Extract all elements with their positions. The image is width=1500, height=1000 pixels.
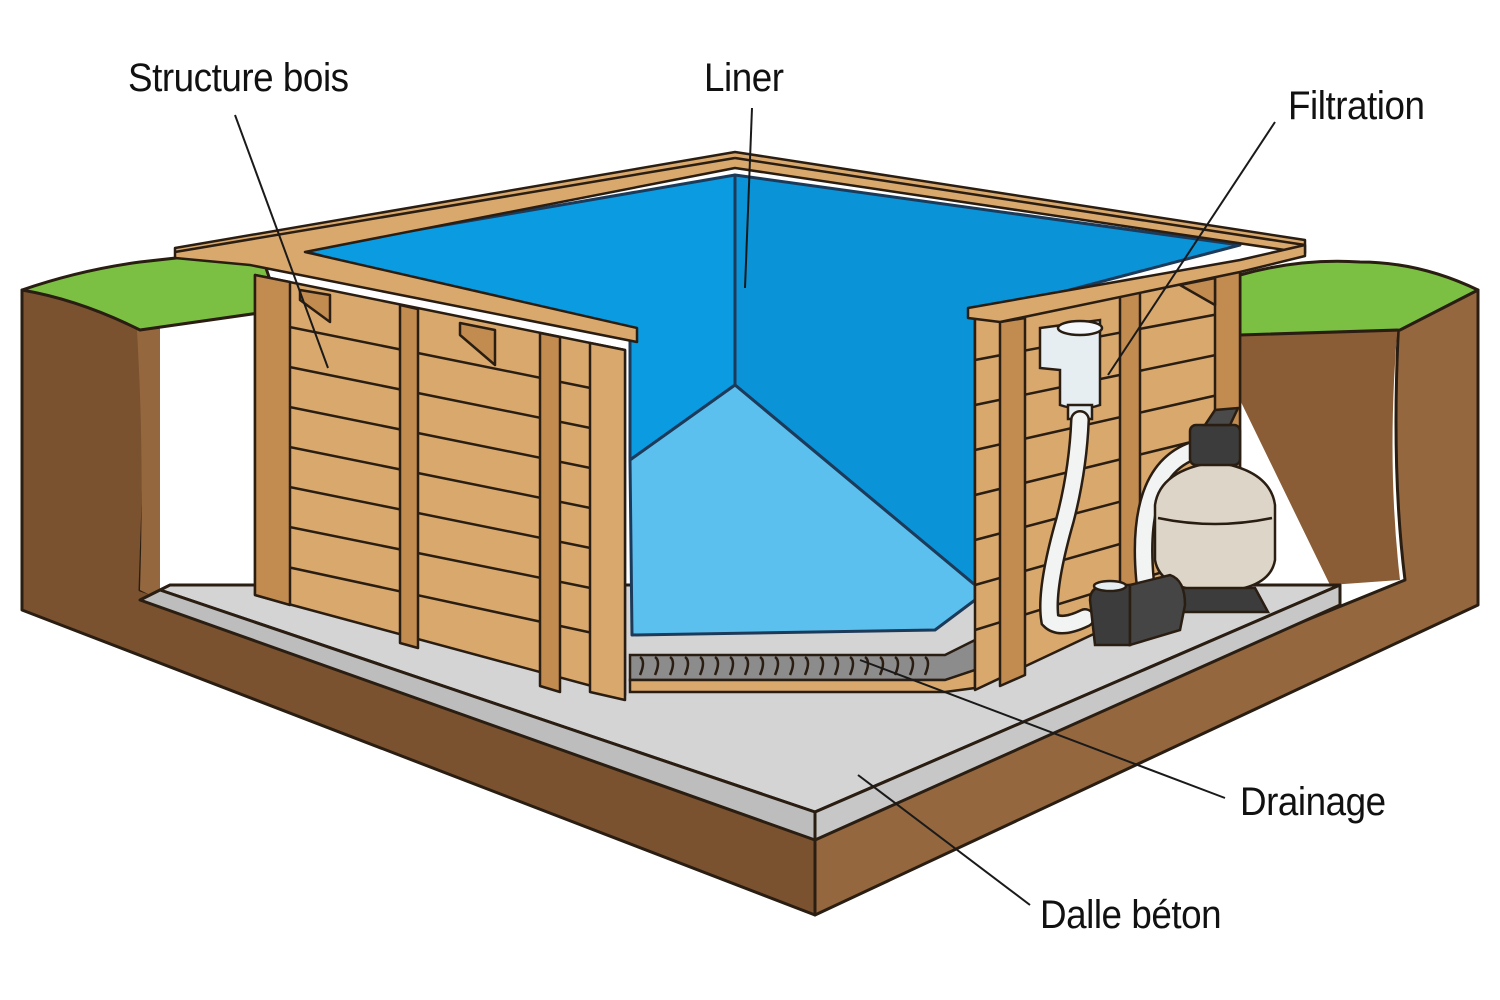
leader-drainage: [859, 659, 1226, 799]
pump: [1088, 583, 1132, 647]
label-drainage: Drainage: [1240, 780, 1386, 824]
label-filtration: Filtration: [1288, 84, 1425, 128]
filtration-system: [1038, 318, 1277, 647]
leader-structure: [234, 114, 329, 369]
wood-wall-left: [173, 150, 1307, 702]
label-structure-bois: Structure bois: [128, 56, 349, 100]
label-dalle-beton: Dalle béton: [1040, 893, 1222, 937]
sand-filter-tank: [1153, 460, 1277, 594]
label-liner: Liner: [704, 56, 784, 100]
leader-filtration: [1107, 121, 1276, 376]
leader-liner: [744, 107, 753, 289]
leader-lines: [234, 107, 1276, 906]
leader-dalle: [857, 774, 1031, 906]
